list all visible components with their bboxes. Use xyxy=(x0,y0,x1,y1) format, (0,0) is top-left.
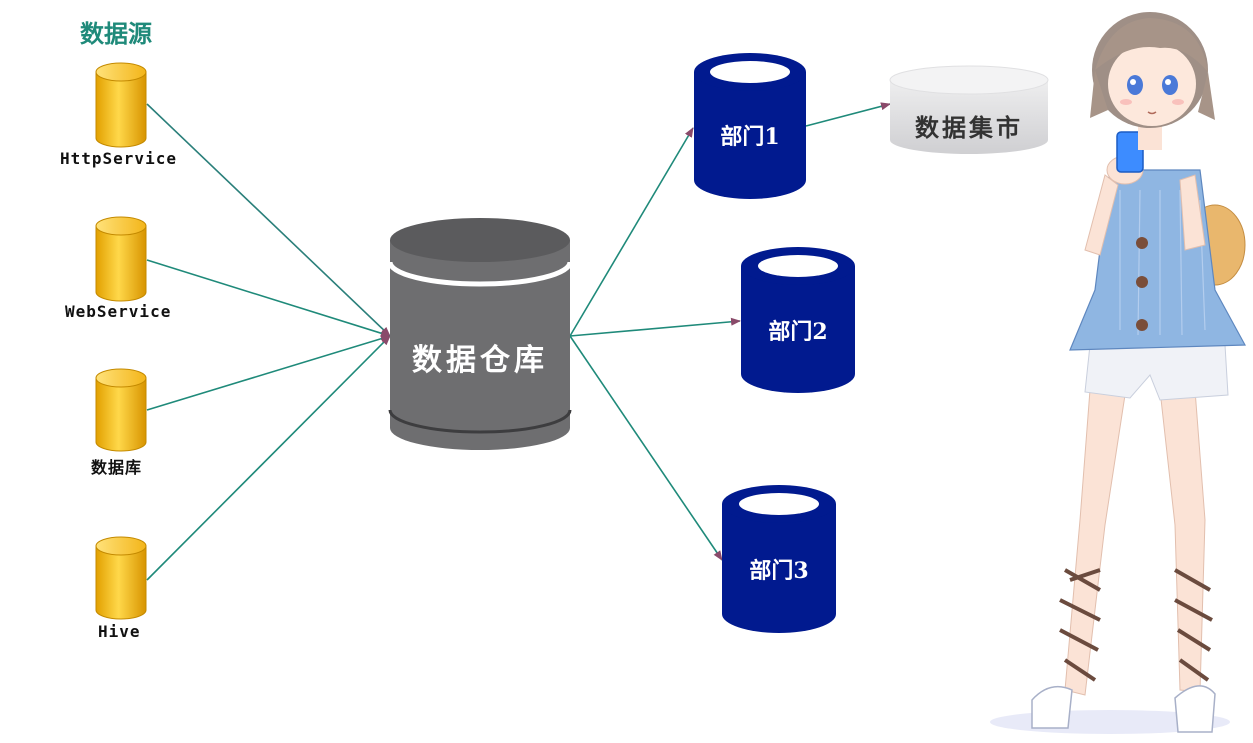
edge-warehouse-dept2 xyxy=(569,317,741,337)
department-label-2: 部门2 xyxy=(768,319,828,345)
edge-webservice-warehouse xyxy=(146,259,391,338)
data-mart-cylinder xyxy=(889,65,1049,154)
edge-warehouse-dept1 xyxy=(569,127,694,337)
department-label-1: 部门1 xyxy=(720,124,780,150)
source-cylinder-database xyxy=(95,368,147,452)
edge-warehouse-dept3 xyxy=(569,335,723,561)
phone-icon xyxy=(1116,131,1144,173)
source-label-httpservice: HttpService xyxy=(60,149,177,168)
data-source-title: 数据源 xyxy=(80,19,152,48)
source-label-hive: Hive xyxy=(98,622,141,641)
source-cylinder-hive xyxy=(95,536,147,620)
source-label-database: 数据库 xyxy=(91,458,143,477)
source-label-webservice: WebService xyxy=(65,302,172,321)
department-label-3: 部门3 xyxy=(749,558,809,584)
anime-character-illustration xyxy=(990,12,1246,734)
department-cylinder-2 xyxy=(741,247,855,393)
data-mart-label: 数据集市 xyxy=(915,113,1023,142)
warehouse-cylinder xyxy=(387,218,573,450)
edge-dept1-mart xyxy=(805,102,891,127)
source-cylinder-httpservice xyxy=(95,62,147,148)
edge-httpservice-warehouse xyxy=(146,103,391,337)
warehouse-label: 数据仓库 xyxy=(412,343,548,378)
edge-hive-warehouse xyxy=(146,335,391,581)
department-cylinder-1 xyxy=(694,53,806,199)
source-cylinder-webservice xyxy=(95,216,147,302)
edge-database-warehouse xyxy=(146,334,391,411)
department-cylinder-3 xyxy=(722,485,836,633)
